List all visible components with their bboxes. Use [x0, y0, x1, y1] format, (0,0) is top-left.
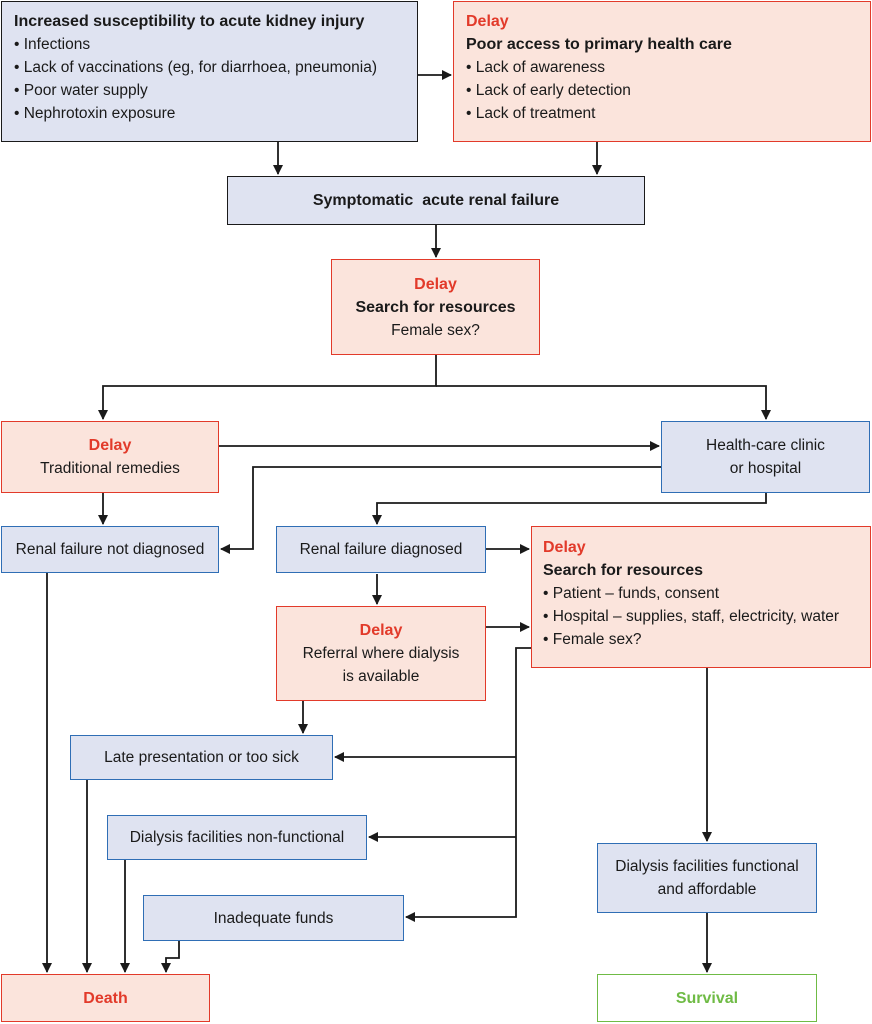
access-item: Lack of awareness: [466, 56, 858, 79]
search-sub: Female sex?: [391, 321, 480, 339]
survival-box: Survival: [597, 974, 817, 1022]
late-presentation-box: Late presentation or too sick: [70, 735, 333, 780]
inadequate-funds-box: Inadequate funds: [143, 895, 404, 941]
clinic-line2: or hospital: [729, 460, 802, 477]
late-presentation-label: Late presentation or too sick: [104, 749, 299, 766]
search-title: Search for resources: [355, 298, 516, 316]
arrow-funds-to-death: [161, 941, 180, 973]
dialysis-functional-line1: Dialysis facilities functional: [615, 858, 799, 875]
clinic-line1: Health-care clinic: [706, 437, 825, 454]
diagnosed-label: Renal failure diagnosed: [299, 541, 463, 558]
survival-label: Survival: [675, 989, 739, 1007]
access-box: Delay Poor access to primary health care…: [453, 1, 871, 142]
susceptibility-item: Lack of vaccinations (eg, for diarrhoea,…: [14, 56, 405, 79]
search-detail-item: Patient – funds, consent: [543, 582, 859, 605]
diagnosed-box: Renal failure diagnosed: [276, 526, 486, 573]
search-detail-item: Female sex?: [543, 628, 859, 651]
referral-box: Delay Referral where dialysis is availab…: [276, 606, 486, 701]
dialysis-nonfunctional-label: Dialysis facilities non-functional: [129, 829, 345, 846]
search-detail-title: Search for resources: [543, 562, 704, 579]
arrow-clinic-to-diagnosed: [372, 493, 767, 525]
susceptibility-box: Increased susceptibility to acute kidney…: [1, 1, 418, 142]
traditional-sub: Traditional remedies: [40, 460, 180, 477]
delay-label: Delay: [359, 622, 403, 639]
susceptibility-item: Nephrotoxin exposure: [14, 102, 405, 125]
clinic-box: Health-care clinic or hospital: [661, 421, 870, 493]
death-box: Death: [1, 974, 210, 1022]
delay-label: Delay: [414, 275, 457, 293]
delay-label: Delay: [88, 437, 132, 454]
search-resources-detail-box: Delay Search for resources Patient – fun…: [531, 526, 871, 668]
access-item: Lack of treatment: [466, 102, 858, 125]
referral-line1: Referral where dialysis: [302, 645, 460, 662]
dialysis-functional-box: Dialysis facilities functional and affor…: [597, 843, 817, 913]
susceptibility-item: Infections: [14, 33, 405, 56]
traditional-remedies-box: Delay Traditional remedies: [1, 421, 219, 493]
access-title: Poor access to primary health care: [466, 36, 732, 53]
not-diagnosed-box: Renal failure not diagnosed: [1, 526, 219, 573]
symptomatic-box: Symptomatic acute renal failure: [227, 176, 645, 225]
arrow-search-to-traditional: [98, 355, 437, 420]
arrow-search-to-clinic: [436, 385, 771, 420]
dialysis-functional-line2: and affordable: [657, 881, 757, 898]
not-diagnosed-label: Renal failure not diagnosed: [15, 541, 205, 558]
arrow-clinic-to-not-diagnosed: [220, 466, 661, 554]
delay-label: Delay: [466, 13, 509, 30]
arrow-search-to-funds: [405, 647, 531, 922]
dialysis-nonfunctional-box: Dialysis facilities non-functional: [107, 815, 367, 860]
referral-line2: is available: [342, 668, 420, 685]
inadequate-funds-label: Inadequate funds: [213, 909, 334, 927]
susceptibility-list: Infections Lack of vaccinations (eg, for…: [14, 33, 405, 125]
susceptibility-title: Increased susceptibility to acute kidney…: [14, 13, 365, 30]
search-detail-list: Patient – funds, consent Hospital – supp…: [543, 582, 859, 651]
access-list: Lack of awareness Lack of early detectio…: [466, 56, 858, 125]
search-resources-box: Delay Search for resources Female sex?: [331, 259, 540, 355]
susceptibility-item: Poor water supply: [14, 79, 405, 102]
delay-label: Delay: [543, 539, 586, 556]
access-item: Lack of early detection: [466, 79, 858, 102]
death-label: Death: [83, 989, 128, 1007]
search-detail-item: Hospital – supplies, staff, electricity,…: [543, 605, 859, 628]
symptomatic-label: Symptomatic acute renal failure: [312, 192, 560, 209]
